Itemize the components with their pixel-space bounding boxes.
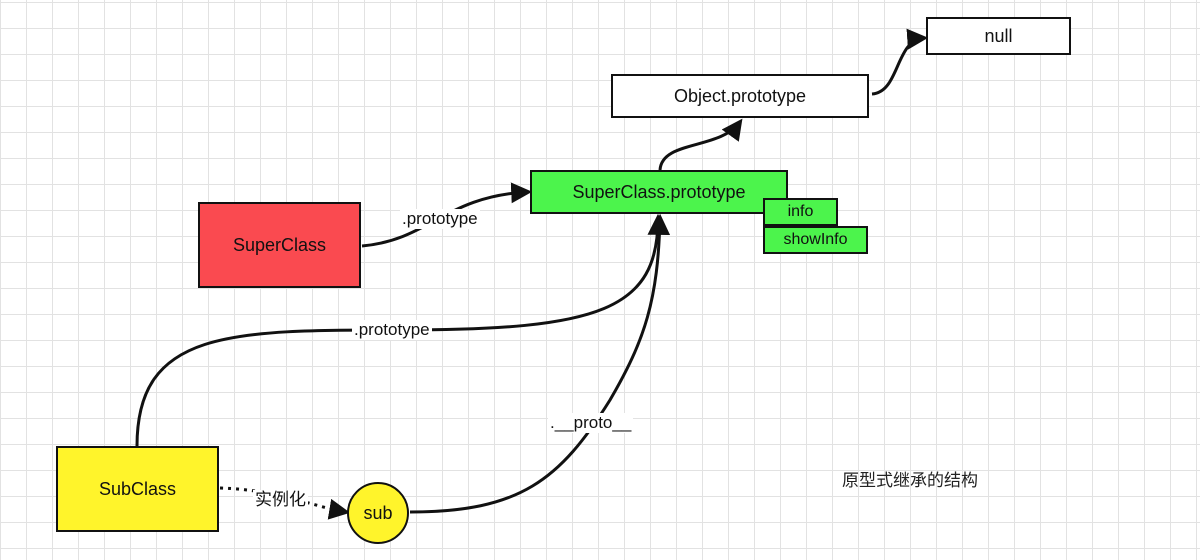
edge-sub-to-superclass-prototype <box>409 213 671 514</box>
object-prototype-node[interactable]: Object.prototype <box>611 74 869 118</box>
superclass-node[interactable]: SuperClass <box>198 202 361 288</box>
edge-label-instantiate: 实例化 <box>253 490 308 510</box>
edge-object-to-null <box>871 28 929 96</box>
object-prototype-label: Object.prototype <box>673 85 807 106</box>
subclass-label: SubClass <box>98 478 177 499</box>
superclass-label: SuperClass <box>232 234 327 255</box>
edge-label-sub-proto: .__proto__ <box>548 413 634 433</box>
null-node-label: null <box>984 25 1013 46</box>
superclass-prototype-label: SuperClass.prototype <box>572 181 746 202</box>
null-node[interactable]: null <box>926 17 1071 55</box>
showinfo-method-node[interactable]: showInfo <box>763 226 868 254</box>
subclass-node[interactable]: SubClass <box>56 446 219 532</box>
edge-label-superclass-prototype: .prototype <box>400 209 480 229</box>
info-method-label: info <box>787 203 814 220</box>
showinfo-method-label: showInfo <box>783 231 848 248</box>
edge-label-subclass-prototype: .prototype <box>352 320 432 340</box>
info-method-node[interactable]: info <box>763 198 838 226</box>
sub-instance-label: sub <box>363 502 393 523</box>
sub-instance-node[interactable]: sub <box>347 482 409 544</box>
superclass-prototype-node[interactable]: SuperClass.prototype <box>530 170 788 214</box>
diagram-caption: 原型式继承的结构 <box>842 471 978 491</box>
edge-superclass-prototype-to-object-prototype <box>658 118 743 171</box>
